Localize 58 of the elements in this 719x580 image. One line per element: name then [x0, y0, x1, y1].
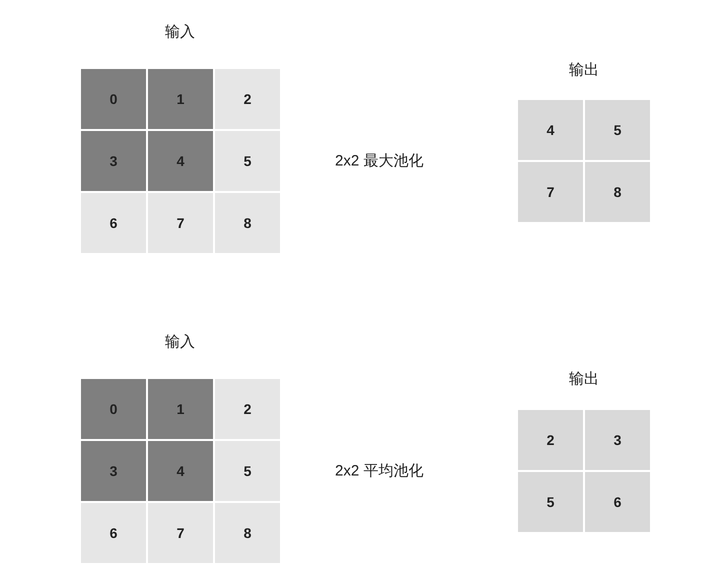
cell-value: 2	[244, 91, 252, 107]
cell-value: 7	[176, 525, 184, 541]
cell-value: 4	[546, 122, 554, 138]
grid-cell	[81, 441, 146, 501]
grid-cell	[585, 472, 650, 532]
cell-value: 5	[244, 153, 252, 169]
cell-value: 8	[244, 215, 252, 231]
cell-value: 5	[244, 463, 252, 479]
operation-label: 2x2 平均池化	[335, 462, 424, 480]
cell-value: 8	[244, 525, 252, 541]
cell-value: 0	[110, 91, 118, 107]
grid-title: 输出	[569, 60, 599, 80]
grid-cell	[215, 503, 280, 563]
grid-cell	[81, 69, 146, 129]
grid-cell	[148, 503, 213, 563]
cell-value: 3	[614, 432, 622, 448]
grid-cell	[215, 69, 280, 129]
grid-cell	[148, 131, 213, 191]
grid-cell	[148, 379, 213, 439]
grid-cell	[81, 379, 146, 439]
grid-title: 输出	[569, 370, 599, 388]
grid-cell	[215, 441, 280, 501]
cell-value: 5	[614, 122, 622, 138]
cell-value: 1	[176, 91, 184, 107]
grid-cell	[81, 503, 146, 563]
grid-cell	[518, 410, 583, 470]
grid-cell	[518, 472, 583, 532]
grid-cell	[518, 100, 583, 160]
cell-value: 8	[614, 184, 622, 200]
cell-value: 2	[546, 432, 554, 448]
cell-value: 2	[244, 401, 252, 417]
cell-value: 7	[546, 184, 554, 200]
grid-cell	[585, 410, 650, 470]
cell-value: 0	[110, 401, 118, 417]
cell-value: 6	[614, 494, 622, 510]
cell-value: 4	[176, 463, 184, 479]
cell-value: 7	[176, 215, 184, 231]
grid-cell	[148, 441, 213, 501]
grid-title: 输入	[165, 22, 195, 42]
cell-value: 3	[110, 463, 118, 479]
cell-value: 5	[546, 494, 554, 510]
grid-cell	[585, 162, 650, 222]
operation-label: 2x2 最大池化	[335, 152, 424, 170]
grid-cell	[215, 131, 280, 191]
grid-cell	[215, 379, 280, 439]
cell-value: 4	[176, 153, 184, 169]
grid-cell	[518, 162, 583, 222]
cell-value: 1	[176, 401, 184, 417]
cell-value: 6	[110, 525, 118, 541]
cell-value: 3	[110, 153, 118, 169]
grid-cell	[215, 193, 280, 253]
grid-title: 输入	[165, 332, 195, 352]
grid-cell	[81, 131, 146, 191]
grid-cell	[148, 69, 213, 129]
grid-cell	[148, 193, 213, 253]
cell-value: 6	[110, 215, 118, 231]
grid-cell	[81, 193, 146, 253]
grid-cell	[585, 100, 650, 160]
